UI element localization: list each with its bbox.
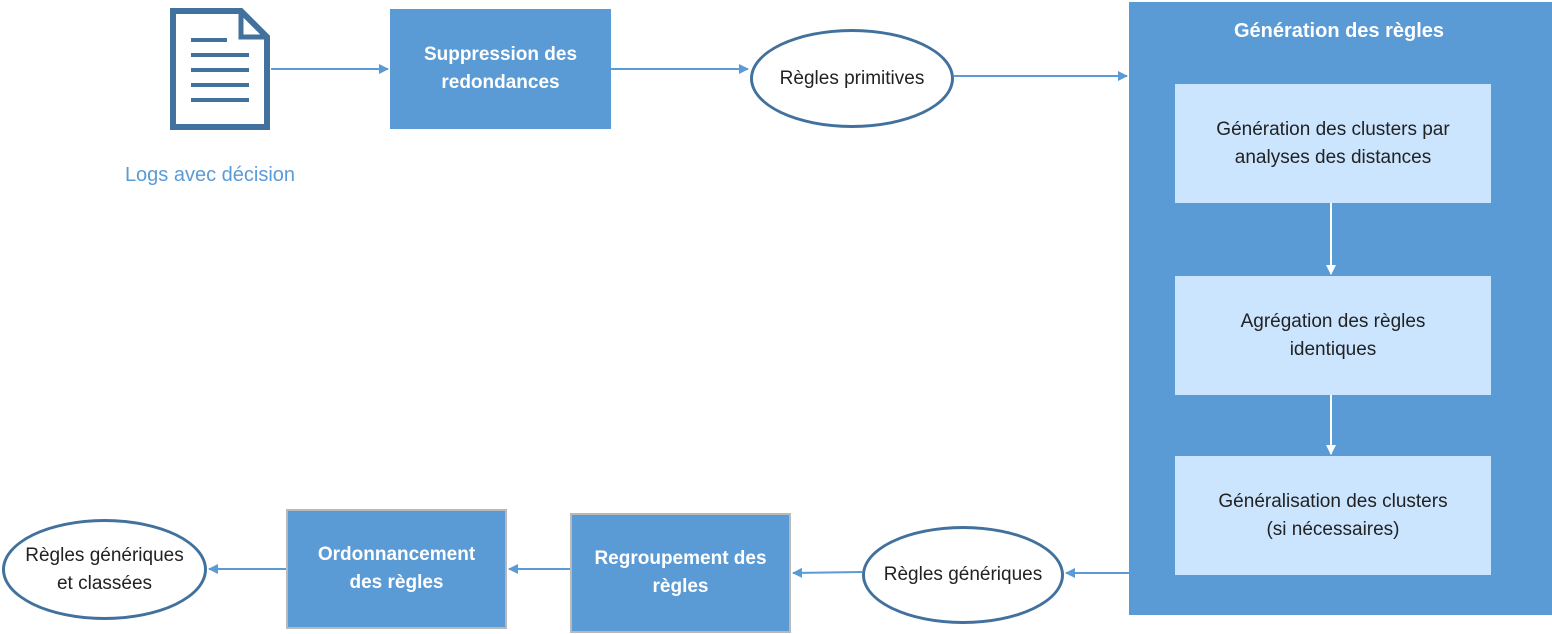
edge-generiques-to-regroupement: [792, 567, 863, 578]
document-icon: [169, 8, 271, 130]
generation-step-generalisation[interactable]: Généralisation des clusters (si nécessai…: [1175, 456, 1491, 575]
generation-title: Génération des règles: [1233, 20, 1445, 42]
regles-primitives-ellipse[interactable]: Règles primitives: [750, 29, 954, 128]
logs-caption: Logs avec décision: [124, 164, 296, 186]
regroupement-box[interactable]: Regroupement des règles: [570, 513, 791, 633]
generation-step-agregation[interactable]: Agrégation des règles identiques: [1175, 276, 1491, 395]
suppression-box[interactable]: Suppression des redondances: [390, 9, 611, 129]
generation-step-clusters[interactable]: Génération des clusters par analyses des…: [1175, 84, 1491, 203]
ordonnancement-box[interactable]: Ordonnancement des règles: [286, 509, 507, 629]
regles-generiques-ellipse[interactable]: Règles génériques: [862, 526, 1064, 624]
regles-classees-ellipse[interactable]: Règles génériques et classées: [2, 519, 207, 620]
